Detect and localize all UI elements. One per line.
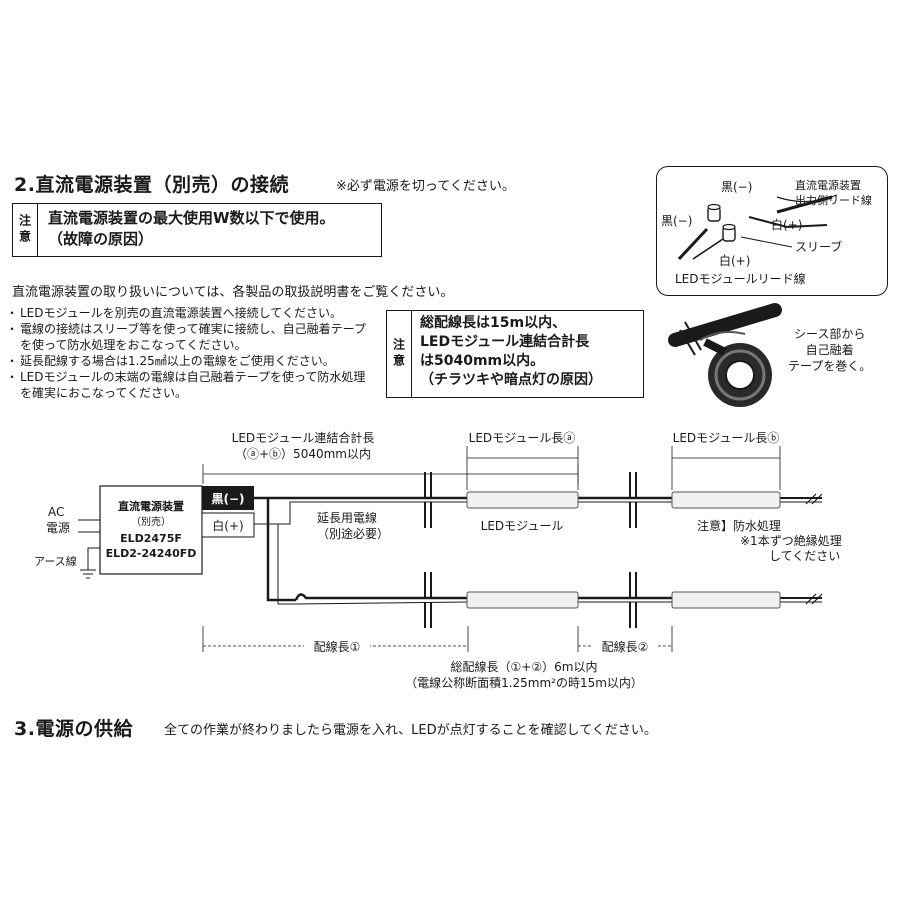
inset-white-plus-bottom: 白(+) bbox=[719, 253, 750, 268]
list-item: LEDモジュールを別売の直流電源装置へ接続してください。 bbox=[6, 305, 372, 321]
waterproof-note: 注意】防水処理 bbox=[697, 518, 781, 533]
note-tag: 注意 bbox=[387, 311, 412, 397]
sleeve-connection-inset: 黒(−) 直流電源装置 出力側リード線 黒(−) 白(+) スリーブ 白(+) … bbox=[656, 166, 888, 296]
psu-label: 直流電源装置 bbox=[118, 499, 184, 513]
note-max-wattage: 注意 直流電源装置の最大使用W数以下で使用。 （故障の原因） bbox=[12, 203, 382, 257]
list-item: LEDモジュールの末端の電線は自己融着テープを使って防水処理を確実におこなってく… bbox=[6, 369, 372, 401]
tape-note-line: テープを巻く。 bbox=[788, 359, 872, 373]
wiring-diagram: LEDモジュール連結合計長 （ⓐ+ⓑ）5040mm以内 LEDモジュール長ⓐ L… bbox=[34, 430, 842, 690]
wire-length-2: 配線長② bbox=[602, 639, 649, 654]
note1-line: （故障の原因） bbox=[48, 230, 154, 248]
inset-led-lead: LEDモジュールリード線 bbox=[675, 271, 806, 286]
inset-black-minus-left: 黒(−) bbox=[661, 214, 692, 228]
led-module bbox=[466, 591, 579, 609]
white-terminal-label: 白(+) bbox=[212, 518, 243, 533]
inset-psu-output-lead: 直流電源装置 bbox=[795, 178, 861, 192]
list-item: 電線の接続はスリーブ等を使って確実に接続し、自己融着テープを使って防水処理をおこ… bbox=[6, 321, 372, 353]
note2-line: （チラツキや暗点灯の原因） bbox=[420, 372, 602, 388]
handling-intro: 直流電源装置の取り扱いについては、各製品の取扱説明書をご覧ください。 bbox=[12, 285, 454, 300]
total-wire-length-note: （電線公称断面積1.25mm²の時15m以内） bbox=[405, 675, 643, 690]
waterproof-note: ※1本ずつ絶縁処理 bbox=[740, 533, 842, 548]
note1-line: 直流電源装置の最大使用W数以下で使用。 bbox=[48, 209, 335, 227]
wire-length-1: 配線長① bbox=[314, 639, 361, 654]
section2-title: 2.直流電源装置（別売）の接続 bbox=[14, 174, 289, 196]
extension-wire-label: （別途必要） bbox=[317, 526, 389, 541]
inset-sleeve-label: スリーブ bbox=[795, 239, 842, 254]
inset-white-plus-right: 白(+) bbox=[771, 217, 802, 232]
module-a-length-label: LEDモジュール長ⓐ bbox=[469, 431, 576, 445]
total-module-length-label: （ⓐ+ⓑ）5040mm以内 bbox=[235, 447, 371, 461]
instruction-list: LEDモジュールを別売の直流電源装置へ接続してください。 電線の接続はスリーブ等… bbox=[6, 305, 372, 401]
note2-line: は5040mm以内。 bbox=[420, 353, 545, 369]
total-module-length-label: LEDモジュール連結合計長 bbox=[232, 430, 375, 445]
taped-joint bbox=[424, 472, 637, 628]
section3-title: 3.電源の供給 bbox=[14, 718, 133, 740]
led-module-label: LEDモジュール bbox=[481, 519, 564, 533]
ac-label: 電源 bbox=[46, 521, 70, 535]
note2-line: LEDモジュール連結合計長 bbox=[420, 334, 590, 350]
black-terminal-label: 黒(−) bbox=[211, 492, 244, 506]
power-supply-box bbox=[99, 485, 203, 575]
psu-model: ELD2-24240FD bbox=[106, 547, 197, 560]
wire-end bbox=[805, 493, 823, 605]
extension-wire-label: 延長用電線 bbox=[317, 510, 377, 525]
module-b-length-label: LEDモジュール長ⓑ bbox=[673, 431, 780, 445]
note-total-length: 注意 総配線長は15m以内、 LEDモジュール連結合計長 は5040mm以内。 … bbox=[386, 310, 644, 398]
led-module bbox=[671, 491, 781, 509]
list-item: 延長配線する場合は1.25㎟以上の電線をご使用ください。 bbox=[6, 353, 372, 369]
self-fusing-tape-illustration bbox=[668, 303, 782, 407]
psu-label: （別売） bbox=[131, 515, 171, 528]
note2-line: 総配線長は15m以内、 bbox=[420, 315, 567, 331]
black-terminal bbox=[202, 486, 254, 510]
sleeve-connection-illustration: 黒(−) 直流電源装置 出力側リード線 黒(−) 白(+) スリーブ 白(+) … bbox=[661, 178, 872, 286]
section3-text: 全ての作業が終わりましたら電源を入れ、LEDが点灯することを確認してください。 bbox=[164, 723, 657, 738]
white-terminal bbox=[201, 512, 255, 538]
tape-instruction: シース部から 自己融着 テープを巻く。 bbox=[788, 326, 871, 374]
power-off-caution: ※必ず電源を切ってください。 bbox=[336, 179, 515, 194]
inset-psu-output-lead: 出力側リード線 bbox=[795, 193, 872, 207]
earth-label: アース線 bbox=[34, 554, 77, 568]
inset-black-minus-top: 黒(−) bbox=[721, 180, 752, 194]
note-tag: 注意 bbox=[13, 204, 38, 256]
total-wire-length: 総配線長（①+②）6m以内 bbox=[451, 659, 598, 674]
led-module bbox=[671, 591, 781, 609]
waterproof-note: してください bbox=[769, 549, 840, 563]
ac-label: AC bbox=[48, 505, 64, 519]
tape-note-line: シース部から bbox=[793, 327, 866, 341]
psu-model: ELD2475F bbox=[120, 532, 182, 545]
led-module bbox=[466, 491, 579, 509]
tape-note-line: 自己融着 bbox=[805, 343, 854, 357]
